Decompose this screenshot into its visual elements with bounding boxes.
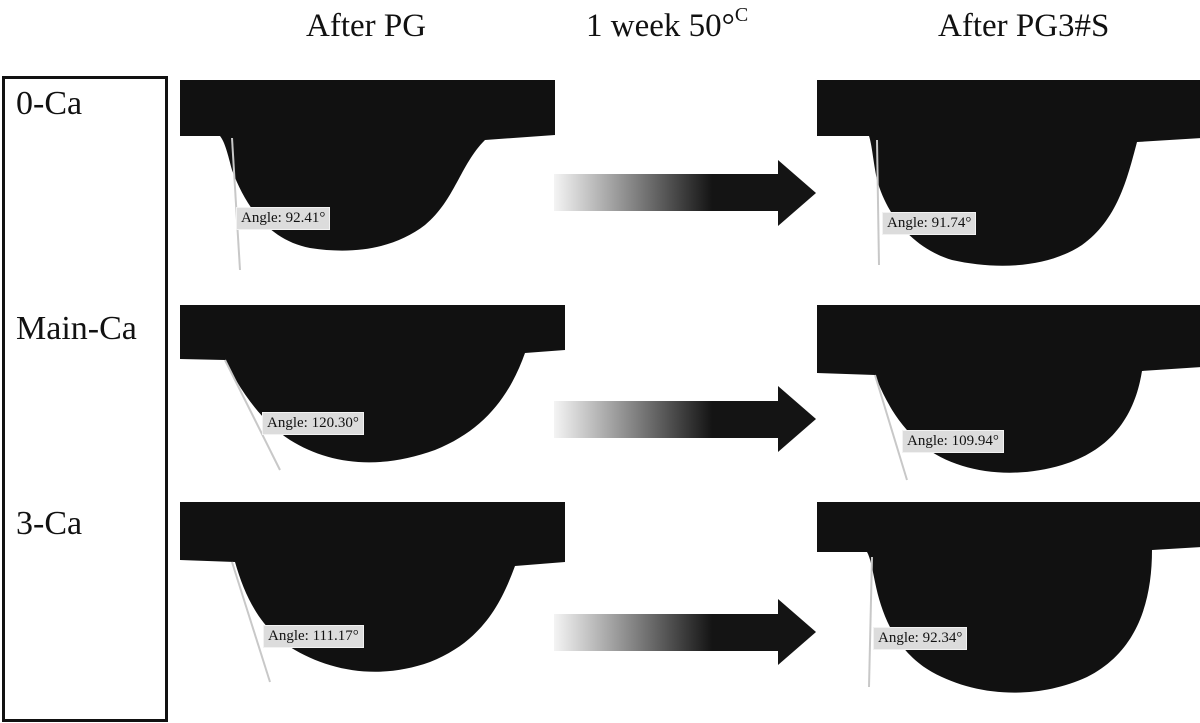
droplet-image-main-ca-before xyxy=(180,305,570,515)
header-after-pg: After PG xyxy=(306,8,427,44)
droplet-image-main-ca-after xyxy=(817,305,1200,515)
arrow-3-ca xyxy=(554,597,816,667)
angle-label-0-ca-after: Angle: 91.74° xyxy=(882,212,977,235)
droplet-image-3-ca-after xyxy=(817,502,1200,712)
row-label-main-ca: Main-Ca xyxy=(16,310,137,347)
row-label-box xyxy=(2,76,168,722)
angle-label-main-ca-after: Angle: 109.94° xyxy=(902,430,1004,453)
droplet-image-0-ca-after xyxy=(817,80,1200,290)
angle-label-0-ca-before: Angle: 92.41° xyxy=(236,207,331,230)
header-after-pg3s: After PG3#S xyxy=(938,8,1110,44)
header-condition: 1 week 50°C xyxy=(586,4,748,45)
condition-text: 1 week 50° xyxy=(586,8,735,44)
angle-label-3-ca-before: Angle: 111.17° xyxy=(263,625,364,648)
arrow-0-ca xyxy=(554,158,816,228)
row-label-0-ca: 0-Ca xyxy=(16,85,83,122)
condition-superscript: C xyxy=(734,4,749,26)
droplet-image-0-ca-before xyxy=(180,80,570,290)
angle-label-3-ca-after: Angle: 92.34° xyxy=(873,627,968,650)
droplet-image-3-ca-before xyxy=(180,502,570,712)
row-label-3-ca: 3-Ca xyxy=(16,505,83,542)
arrow-main-ca xyxy=(554,383,816,453)
angle-label-main-ca-before: Angle: 120.30° xyxy=(262,412,364,435)
